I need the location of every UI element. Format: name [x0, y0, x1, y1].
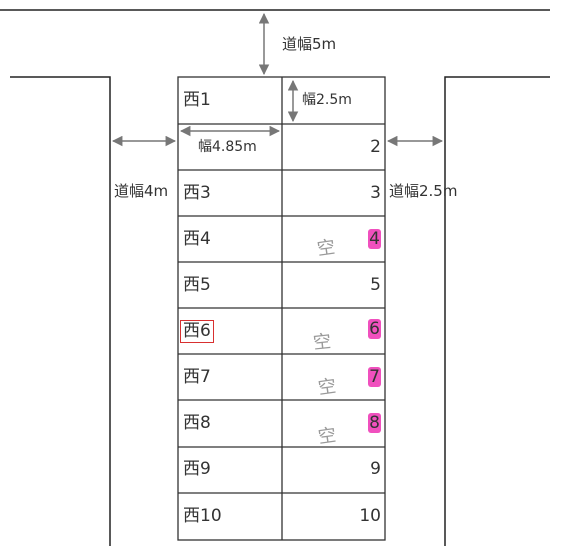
- lot-number-8: 8: [368, 413, 381, 433]
- lot-number-7: 7: [368, 367, 381, 387]
- lot-number-5: 5: [370, 275, 381, 295]
- lot-label-west-3: 西3: [183, 183, 211, 203]
- vacant-mark-8: 空: [316, 424, 338, 449]
- dimension-arrows: [111, 12, 444, 147]
- lot-label-west-5: 西5: [183, 275, 211, 295]
- lot-number-6: 6: [368, 319, 381, 339]
- lot-number-9: 9: [370, 459, 381, 479]
- parking-grid: [177, 76, 386, 541]
- left-road-boundary: [10, 76, 111, 546]
- row-height-label: 幅2.5m: [302, 92, 352, 108]
- lot-label-west-7: 西7: [183, 367, 211, 387]
- lot-number-2: 2: [370, 137, 381, 157]
- block-width-label: 幅4.85m: [198, 139, 257, 155]
- lot-label-west-6: 西6: [180, 320, 214, 343]
- lot-label-west-9: 西9: [183, 459, 211, 479]
- right-road-boundary: [444, 76, 550, 546]
- lot-label-west-4: 西4: [183, 229, 211, 249]
- right-road-label: 道幅2.5m: [389, 182, 458, 200]
- lot-number-3: 3: [370, 183, 381, 203]
- vacant-mark-7: 空: [316, 375, 338, 400]
- vacant-mark-6: 空: [312, 331, 333, 354]
- vacant-mark-4: 空: [315, 236, 337, 261]
- lot-label-west-10: 西10: [183, 506, 222, 526]
- lot-number-10: 10: [359, 506, 381, 526]
- lot-label-west-8: 西8: [183, 413, 211, 433]
- left-road-label: 道幅4m: [114, 182, 169, 200]
- top-road-label: 道幅5m: [282, 35, 337, 53]
- lot-number-4: 4: [368, 229, 381, 249]
- lot-label-west-1: 西1: [183, 90, 211, 110]
